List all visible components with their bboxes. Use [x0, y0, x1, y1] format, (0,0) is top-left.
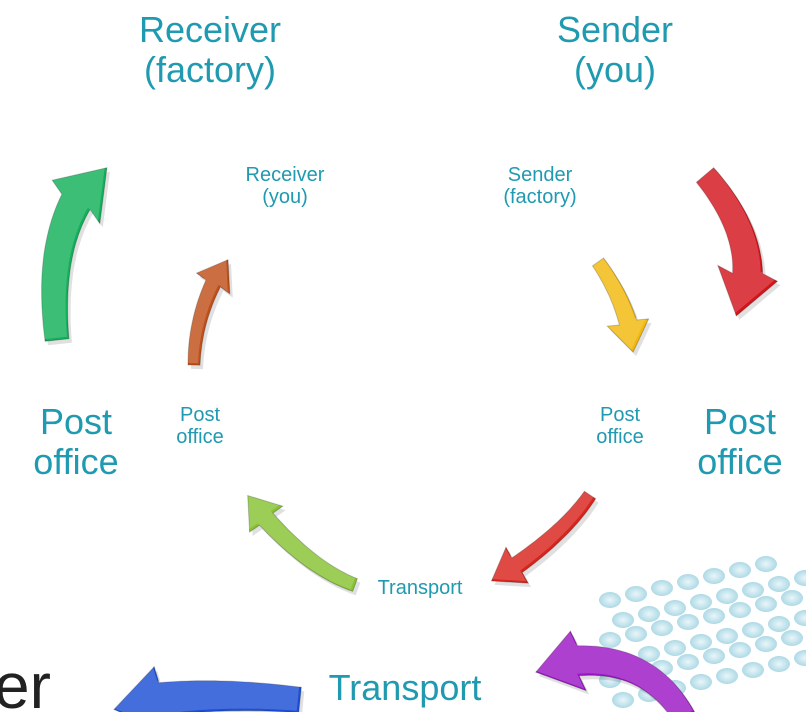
decorative-dot — [625, 586, 647, 602]
outer-blue-arrow — [112, 664, 305, 712]
outer-label-post-office-left: Post office — [33, 401, 119, 482]
outer-green-arrow-body — [41, 167, 108, 342]
outer-red-arrow-highlight — [694, 165, 776, 314]
decorative-dot — [742, 582, 764, 598]
inner-lime-arrow-highlight — [245, 493, 356, 590]
outer-blue-arrow-highlight — [112, 664, 300, 712]
decorative-dot — [729, 642, 751, 658]
decorative-dot — [781, 630, 803, 646]
decorative-dot — [612, 692, 634, 708]
decorative-dot — [703, 648, 725, 664]
decorative-dot — [677, 654, 699, 670]
inner-red-arrow-body — [490, 490, 597, 584]
inner-brown-arrow-highlight — [186, 257, 228, 364]
decorative-dot — [716, 668, 738, 684]
decorative-dot — [651, 620, 673, 636]
inner-yellow-arrow-body — [591, 257, 650, 353]
outer-label-receiver: Receiver (factory) — [138, 9, 282, 90]
inner-red-arrow-highlight — [489, 489, 594, 582]
outer-purple-arrow-highlight — [533, 629, 693, 712]
decorative-dot — [768, 656, 790, 672]
decorative-dot — [677, 614, 699, 630]
inner-brown-arrow-body — [187, 258, 231, 366]
decorative-dot — [781, 590, 803, 606]
decorative-dot — [664, 640, 686, 656]
outer-label-post-office-right: Post office — [697, 401, 783, 482]
decorative-dot — [599, 592, 621, 608]
decorative-dot — [625, 626, 647, 642]
decorative-dot — [638, 606, 660, 622]
outer-green-arrow-highlight — [39, 165, 105, 340]
outer-red-arrow — [694, 165, 781, 320]
decorative-dot — [729, 602, 751, 618]
inner-lime-arrow — [245, 493, 361, 596]
outer-red-arrow-body — [695, 167, 779, 317]
inner-red-arrow — [489, 489, 599, 588]
inner-brown-arrow — [186, 257, 233, 370]
outer-label-transport: Transport — [328, 667, 482, 708]
inner-yellow-arrow-highlight — [590, 256, 647, 350]
decorative-dot — [794, 610, 806, 626]
decorative-dot — [755, 596, 777, 612]
decorative-dot — [612, 612, 634, 628]
decorative-dot — [677, 574, 699, 590]
decorative-dot — [638, 646, 660, 662]
inner-label-sender: Sender (factory) — [503, 164, 577, 208]
inner-label-receiver: Receiver (you) — [245, 164, 325, 208]
decorative-dot — [742, 622, 764, 638]
decorative-dot — [703, 608, 725, 624]
decorative-dot — [742, 662, 764, 678]
decorative-dot — [716, 628, 738, 644]
inner-lime-arrow-body — [247, 494, 358, 592]
decorative-dot — [690, 674, 712, 690]
decorative-dot — [716, 588, 738, 604]
outer-label-sender: Sender (you) — [556, 9, 674, 90]
inner-label-post-office-right: Post office — [596, 404, 644, 448]
decorative-dot — [599, 632, 621, 648]
cutoff-slide-text: er — [0, 650, 51, 722]
decorative-dot — [794, 570, 806, 586]
outer-blue-arrow-body — [113, 665, 302, 712]
inner-yellow-arrow — [590, 256, 652, 356]
decorative-dot — [664, 600, 686, 616]
decorative-dot — [768, 576, 790, 592]
inner-label-transport: Transport — [377, 577, 463, 599]
decorative-dot — [690, 594, 712, 610]
decorative-dot — [690, 634, 712, 650]
decorative-dot — [703, 568, 725, 584]
decorative-dot — [651, 580, 673, 596]
outer-purple-arrow — [533, 629, 696, 712]
inner-label-post-office-left: Post office — [176, 404, 224, 448]
decorative-dot — [794, 650, 806, 666]
decorative-dot — [768, 616, 790, 632]
decorative-dot — [729, 562, 751, 578]
decorative-dot — [755, 556, 777, 572]
outer-purple-arrow-body — [534, 630, 696, 712]
outer-green-arrow — [39, 165, 110, 346]
decorative-dot — [755, 636, 777, 652]
